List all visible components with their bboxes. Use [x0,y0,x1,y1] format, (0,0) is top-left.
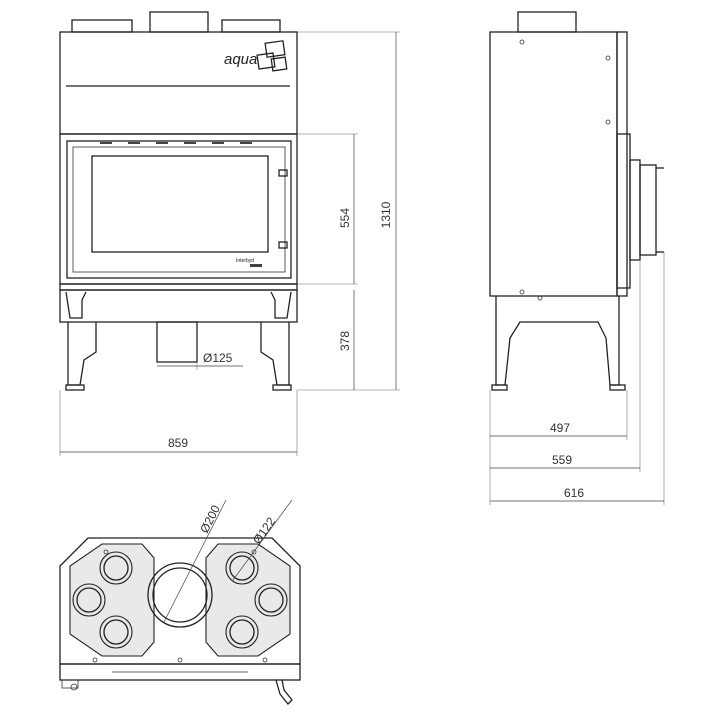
right-vent-bottom [225,615,259,649]
side-foot-right [609,384,626,391]
front-top-collar-center [149,11,209,33]
dim-label-554: 554 [338,208,352,228]
front-glass [91,155,269,253]
side-view [489,11,664,391]
dim-label-1310: 1310 [379,201,393,228]
side-body [489,31,618,297]
front-door-outer [66,140,292,279]
side-door-handle-block [629,159,641,261]
left-vent-mid [72,583,106,617]
front-foot-right [272,384,292,391]
left-plate [69,543,155,657]
front-leg-left [67,322,97,386]
door-badge-mark [250,264,262,267]
side-top-collar [517,11,577,33]
front-ash-strip [59,283,298,291]
front-top-collar-right [221,19,281,33]
dim-label-378: 378 [338,331,352,351]
center-flue-outer [147,562,213,628]
dim-label-559: 559 [552,453,572,467]
front-upper-body [59,31,298,135]
logo-graphic: aqua [224,40,288,72]
side-screws [519,39,611,301]
center-flue-inner [152,567,208,623]
front-leg-right [260,322,290,386]
front-foot-left [65,384,85,391]
leader-200 [163,499,227,623]
front-flue-pipe [156,321,198,363]
side-dimensions: 497 559 616 [489,252,665,505]
left-vent-top [99,551,133,585]
front-dimensions: 1310 554 378 859 Ø125 [59,31,400,456]
dim-label-859: 859 [168,436,188,450]
door-badge: Interbyd [236,258,254,264]
front-top-collar-left [71,19,133,33]
right-vent-mid [254,583,288,617]
top-front-strip [59,663,301,681]
side-foot-left [491,384,508,391]
dim-label-616: 616 [564,486,584,500]
dim-label-pipe: Ø125 [203,351,233,365]
front-door-inner [72,146,286,273]
dim-label-122: Ø122 [250,514,278,546]
logo-text: aqua [224,51,257,68]
dim-label-497: 497 [550,421,570,435]
leader-122 [232,499,293,581]
front-bracket-left [65,291,87,319]
top-view [59,537,301,705]
top-handle [275,679,293,705]
dim-label-200: Ø200 [197,503,223,536]
side-back-strip [616,31,628,297]
front-lower-panel [59,289,298,323]
front-bracket-right [270,291,292,319]
door-hinges [278,169,288,249]
top-screws [92,549,268,663]
side-legs [495,296,620,386]
top-front-knob [70,683,78,691]
door-top-vents [100,142,252,144]
side-door-profile [616,133,631,289]
front-view: aqua Interbyd [59,11,298,391]
side-handle [639,164,657,256]
top-front-tab [61,679,79,689]
left-vent-bottom [99,615,133,649]
